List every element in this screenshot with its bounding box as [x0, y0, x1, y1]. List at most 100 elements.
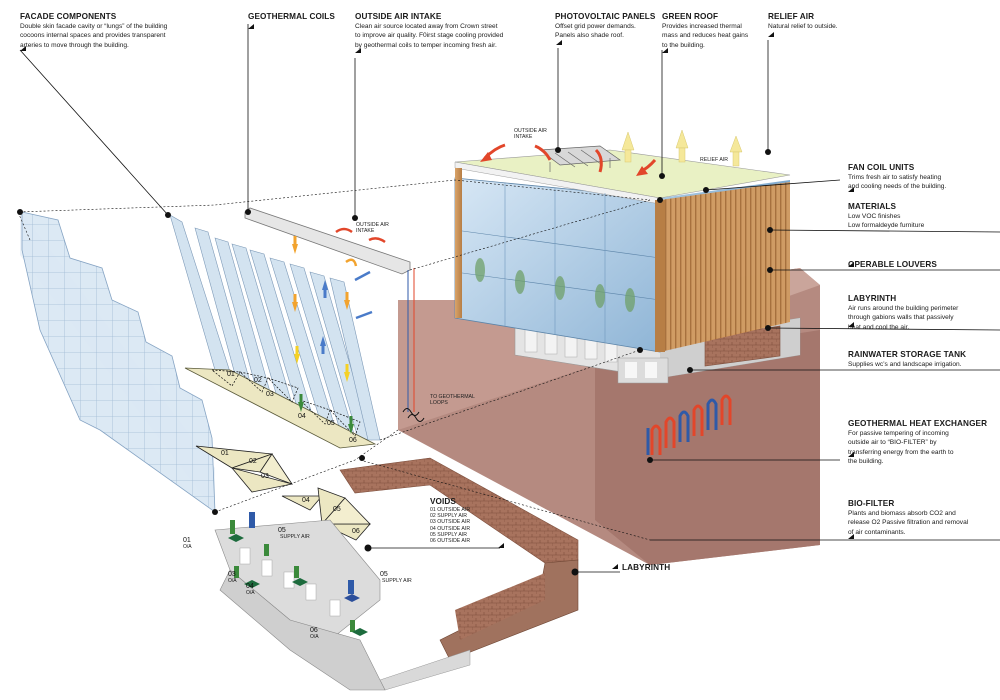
label-voids: VOIDS 01 OUTSIDE AIR 02 SUPPLY AIR 03 OU… — [430, 497, 510, 544]
marker-triangle — [848, 187, 854, 192]
geothermal-u-pipes — [646, 394, 732, 455]
small-line: INTAKE — [356, 228, 375, 235]
tag-sub: O/A — [246, 590, 255, 596]
label-geothermal-coils: GEOTHERMAL COILS — [248, 12, 348, 22]
label-title: PHOTOVOLTAIC PANELS — [555, 12, 656, 21]
label-outside-air-intake-small: OUTSIDE AIR INTAKE — [356, 222, 389, 234]
label-desc-line: and cooling needs of the building. — [848, 183, 947, 191]
label-desc-line: Provides increased thermal — [662, 23, 742, 30]
small-line: OUTSIDE AIR — [356, 222, 389, 228]
void-number: 02 — [249, 458, 257, 465]
label-relief-air: RELIEF AIR Natural relief to outside. — [768, 12, 878, 31]
label-desc-line: Low VOC finishes — [848, 213, 901, 220]
label-desc-line: Natural relief to outside. — [768, 23, 838, 30]
void-number: 05 — [333, 506, 341, 513]
label-desc-line: Offset grid power demands. — [555, 23, 636, 30]
label-desc-line: to improve air quality. F0irst stage coo… — [355, 32, 504, 40]
tag-number: 06 — [310, 627, 318, 634]
marker-triangle — [556, 40, 562, 45]
leader-lines — [17, 24, 1000, 573]
label-desc-line: the building. — [848, 458, 884, 466]
void-item: 02 SUPPLY AIR — [430, 513, 468, 520]
marker-triangle — [662, 48, 668, 53]
roof-arrows — [480, 129, 743, 176]
tag-sub: O/A — [310, 634, 319, 640]
tag-04: 04 O/A — [246, 583, 255, 597]
label-labyrinth: LABYRINTH Air runs around the building p… — [848, 294, 998, 332]
void-number: 06 — [352, 528, 360, 535]
small-line: OUTSIDE AIR — [514, 128, 547, 134]
label-desc-line: heat and cool the air. — [848, 323, 910, 331]
label-relief-air-small: RELIEF AIR — [700, 157, 728, 163]
fins-base — [184, 367, 377, 449]
label-title: RELIEF AIR — [768, 12, 815, 21]
label-desc-line: Supplies wc’s and landscape irrigation. — [848, 361, 962, 368]
small-line: SUPPLY AIR — [280, 534, 310, 540]
fin-arrows — [292, 236, 373, 434]
labyrinth-ductwork — [214, 457, 579, 691]
marker-triangle — [355, 48, 361, 53]
geothermal-coil — [244, 207, 425, 422]
marker-triangle — [20, 46, 26, 51]
label-materials: MATERIALS Low VOC finishes Low formaldey… — [848, 202, 998, 231]
void-item: 03 OUTSIDE AIR — [430, 519, 471, 526]
label-desc-line: to the building. — [662, 41, 705, 49]
label-desc-line: arteries to move through the building. — [20, 41, 129, 49]
facade-number: 04 — [298, 413, 306, 420]
label-geothermal-heat-exchanger: GEOTHERMAL HEAT EXCHANGER For passive te… — [848, 419, 998, 467]
marker-triangle — [848, 322, 854, 327]
facade-number: 06 — [349, 437, 357, 444]
void-item: 01 OUTSIDE AIR — [430, 507, 471, 513]
small-line: INTAKE — [514, 134, 533, 141]
marker-triangle — [612, 564, 618, 569]
label-desc-line: outside air to “BIO-FILTER” by — [848, 439, 937, 447]
tag-sub: O/A — [228, 578, 237, 584]
label-desc-line: Low formaldeyde furniture — [848, 222, 925, 230]
tag-06: 06 O/A — [310, 627, 319, 641]
facade-number: 02 — [254, 377, 262, 384]
label-desc-line: mass and reduces heat gains — [662, 32, 749, 40]
label-fan-coil-units: FAN COIL UNITS Trims fresh air to satisf… — [848, 163, 998, 192]
label-title: BIO-FILTER — [848, 499, 895, 508]
label-desc-line: cocoons internal spaces and provides tra… — [20, 32, 166, 40]
label-desc-line: Plants and biomass absorb CO2 and — [848, 510, 956, 517]
label-title: VOIDS — [430, 497, 456, 506]
tag-sub: O/A — [183, 544, 192, 550]
void-item: 04 OUTSIDE AIR — [430, 525, 471, 532]
label-roof-intake-small: OUTSIDE AIR INTAKE — [514, 128, 547, 140]
label-outside-air-intake: OUTSIDE AIR INTAKE Clean air source loca… — [355, 12, 545, 50]
label-title: MATERIALS — [848, 202, 897, 211]
marker-triangle — [498, 543, 504, 548]
tag-number: 01 — [183, 537, 191, 544]
leader-dots — [17, 147, 773, 576]
marker-triangle — [848, 534, 854, 539]
tag-number: 04 — [246, 583, 254, 590]
label-desc-line: by geothermal coils to temper incoming f… — [355, 41, 497, 49]
facade-number: 05 — [327, 420, 335, 427]
marker-triangle — [248, 24, 254, 29]
label-desc-line: Trims fresh air to satisfy heating — [848, 174, 942, 181]
label-title: GEOTHERMAL COILS — [248, 12, 335, 21]
small-line: SUPPLY AIR — [382, 578, 412, 584]
small-line: LOOPS — [430, 400, 448, 407]
marker-triangle — [768, 32, 774, 37]
label-desc-line: Panels also shade roof. — [555, 32, 624, 40]
label-rainwater-storage-tank: RAINWATER STORAGE TANK Supplies wc’s and… — [848, 350, 998, 369]
facade-number: 03 — [266, 391, 274, 398]
label-title: OUTSIDE AIR INTAKE — [355, 12, 442, 21]
label-title: FAN COIL UNITS — [848, 163, 915, 172]
label-desc-line: For passive tempering of incoming — [848, 430, 949, 437]
glass-tower — [454, 149, 791, 353]
label-title: GEOTHERMAL HEAT EXCHANGER — [848, 419, 988, 428]
tag-01: 01 O/A — [183, 537, 192, 551]
void-triangles — [195, 445, 371, 541]
label-facade-components: FACADE COMPONENTS Double skin facade cav… — [20, 12, 220, 50]
small-line: RELIEF AIR — [700, 157, 728, 163]
tag-05-bottom: 05 — [380, 571, 388, 578]
tag-03: 03 O/A — [228, 571, 237, 585]
label-desc-line: of air contaminants. — [848, 528, 906, 536]
label-title: FACADE COMPONENTS — [20, 12, 117, 21]
label-bio-filter: BIO-FILTER Plants and biomass absorb CO2… — [848, 499, 998, 537]
void-number: 04 — [302, 497, 310, 504]
